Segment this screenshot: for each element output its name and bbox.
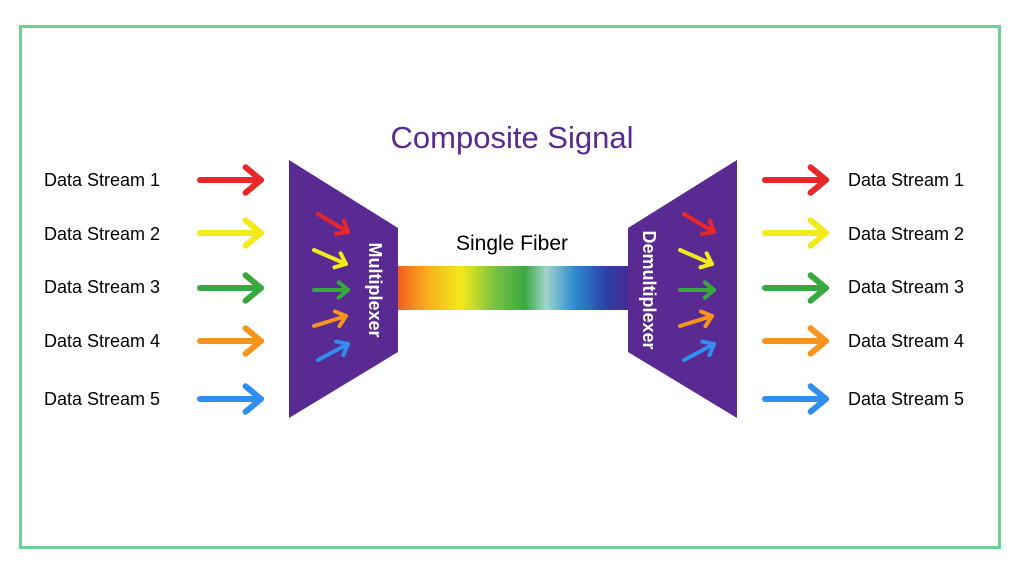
input-arrow-5-icon (197, 383, 264, 415)
output-arrow-3-icon (762, 272, 829, 304)
output-label-3: Data Stream 3 (848, 277, 965, 297)
multiplexer-label: Multiplexer (365, 242, 385, 337)
mux-inner-arrow-2-icon (312, 248, 348, 270)
fiber-spectrum (396, 266, 630, 310)
input-label-3: Data Stream 3 (44, 277, 161, 297)
mux-inner-arrow-3-icon (312, 280, 350, 300)
output-arrow-5-icon (762, 383, 829, 415)
mux-inner-arrow-1-icon (316, 212, 350, 236)
demux-inner-arrow-3-icon (678, 280, 716, 300)
output-arrow-4-icon (762, 325, 829, 357)
input-arrow-2-icon (197, 217, 264, 249)
output-label-5: Data Stream 5 (848, 389, 965, 409)
input-arrow-3-icon (197, 272, 264, 304)
demux-inner-arrow-4-icon (678, 309, 714, 329)
output-arrow-2-icon (762, 217, 829, 249)
diagram-title: Composite Signal (390, 120, 634, 155)
input-label-4: Data Stream 4 (44, 331, 161, 351)
input-label-5: Data Stream 5 (44, 389, 161, 409)
output-label-4: Data Stream 4 (848, 331, 965, 351)
diagram-frame (19, 25, 1001, 549)
arrow-group (197, 164, 829, 415)
output-label-2: Data Stream 2 (848, 224, 965, 244)
demux-inner-arrow-1-icon (682, 212, 716, 236)
output-label-1: Data Stream 1 (848, 170, 965, 190)
demux-inner-arrow-5-icon (682, 339, 716, 362)
input-label-2: Data Stream 2 (44, 224, 161, 244)
output-arrow-1-icon (762, 164, 829, 196)
mux-inner-arrow-4-icon (312, 309, 348, 329)
input-arrow-1-icon (197, 164, 264, 196)
input-arrow-4-icon (197, 325, 264, 357)
demultiplexer-label: Demultiplexer (639, 230, 659, 349)
input-label-1: Data Stream 1 (44, 170, 161, 190)
mux-inner-arrow-5-icon (316, 339, 350, 362)
fiber-label: Single Fiber (455, 232, 569, 255)
demux-inner-arrow-2-icon (678, 248, 714, 270)
